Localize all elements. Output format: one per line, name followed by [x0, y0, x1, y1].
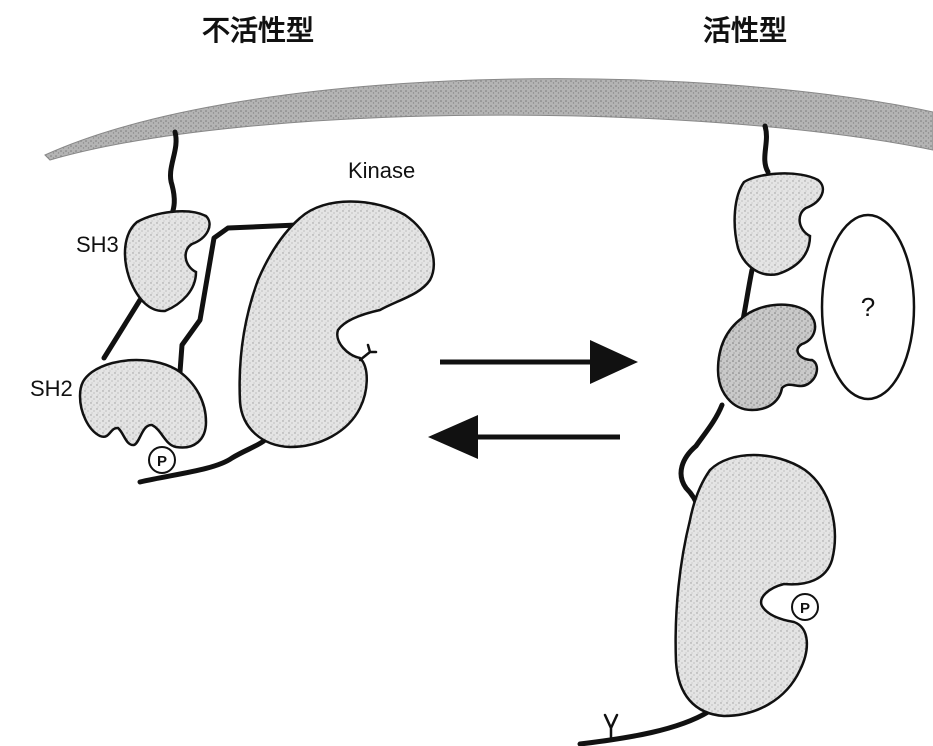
inactive-sh2-domain — [80, 360, 206, 448]
activation-arrowhead-icon — [590, 340, 638, 384]
kinase-label: Kinase — [348, 158, 415, 183]
cell-membrane — [45, 79, 933, 160]
active-c-terminal-tail — [580, 712, 708, 744]
equilibrium-arrows — [428, 340, 638, 459]
inactive-sh3-sh2-linker — [104, 300, 140, 358]
inactive-form: P Kinase SH3 SH2 — [30, 132, 434, 482]
active-sh3-domain — [735, 173, 823, 274]
sh2-label: SH2 — [30, 376, 73, 401]
active-form: ? P — [580, 126, 914, 744]
active-membrane-linker — [765, 126, 768, 172]
inactive-phospho-label: P — [157, 453, 167, 470]
inactivation-arrowhead-icon — [428, 415, 478, 459]
inactive-kinase-tyrosine-mark — [360, 345, 376, 360]
active-phospho-label: P — [800, 600, 810, 617]
active-tail-tyrosine-mark — [605, 715, 617, 738]
inactive-title: 不活性型 — [202, 14, 314, 47]
inactive-kinase-domain — [240, 202, 434, 448]
inactive-sh3-domain — [125, 211, 210, 311]
active-sh2-domain — [718, 305, 817, 410]
active-title: 活性型 — [703, 14, 787, 47]
unknown-partner-label: ? — [861, 292, 875, 322]
inactive-membrane-linker — [170, 132, 176, 214]
active-kinase-domain — [676, 455, 835, 716]
sh3-label: SH3 — [76, 232, 119, 257]
